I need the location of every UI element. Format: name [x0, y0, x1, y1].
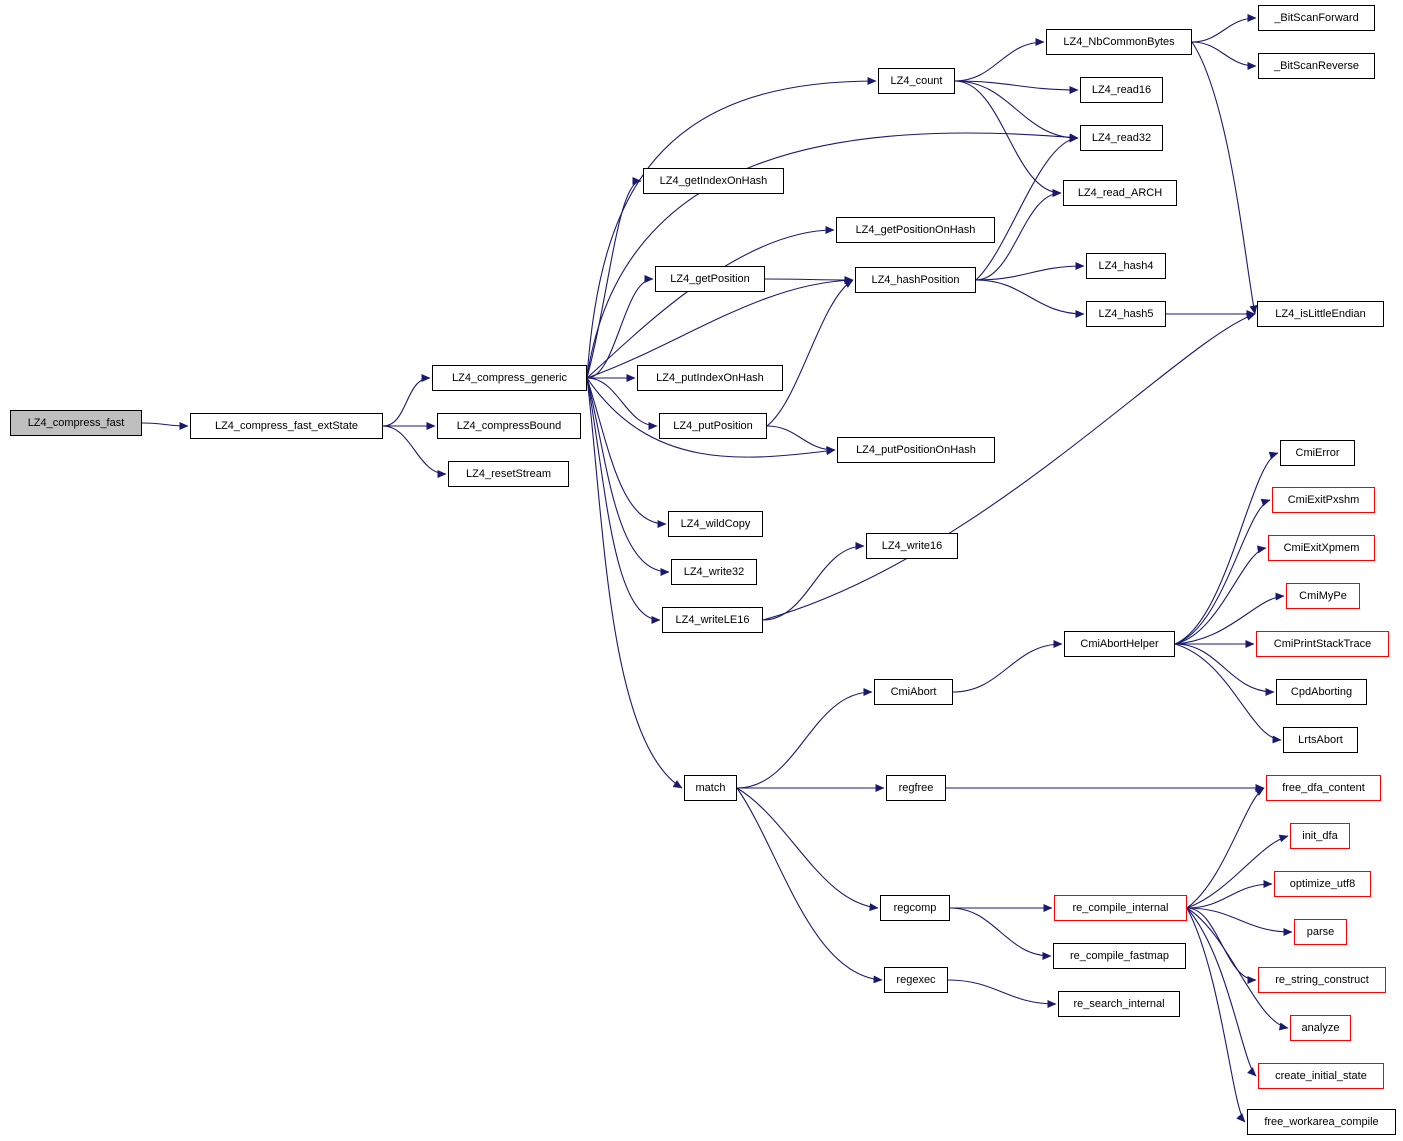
edge-cmiabort-cmiaborthelper	[952, 640, 1063, 693]
node-cpdaborting[interactable]: CpdAborting	[1276, 679, 1367, 705]
node-bitscanforward[interactable]: _BitScanForward	[1258, 5, 1375, 31]
edge-extstate-compress_generic	[382, 374, 431, 427]
edge-re_compile_internal-optimize_utf8	[1186, 880, 1273, 909]
node-putposition[interactable]: LZ4_putPosition	[659, 413, 767, 439]
edge-re_compile_internal-free_workarea_compile	[1186, 907, 1246, 1123]
node-free_workarea_compile[interactable]: free_workarea_compile	[1247, 1109, 1396, 1135]
node-bitscanreverse[interactable]: _BitScanReverse	[1258, 53, 1375, 79]
node-islittleendian[interactable]: LZ4_isLittleEndian	[1257, 301, 1384, 327]
node-putindexonhash[interactable]: LZ4_putIndexOnHash	[637, 365, 783, 391]
edge-compress_fast-extstate	[141, 421, 189, 430]
edge-compress_generic-wildcopy	[586, 377, 667, 528]
node-cmiabort[interactable]: CmiAbort	[874, 679, 953, 705]
node-re_compile_fastmap[interactable]: re_compile_fastmap	[1053, 943, 1186, 969]
node-parse[interactable]: parse	[1294, 919, 1347, 945]
node-resetstream[interactable]: LZ4_resetStream	[448, 461, 569, 487]
edge-writele16-islittleendian	[762, 313, 1256, 621]
edge-compress_generic-hashposition	[586, 276, 854, 379]
node-getpositiononhash[interactable]: LZ4_getPositionOnHash	[836, 217, 995, 243]
edge-compress_generic-write32	[586, 377, 670, 576]
edge-re_compile_internal-init_dfa	[1186, 834, 1289, 909]
edge-cmiaborthelper-cmierror	[1174, 451, 1279, 645]
node-cmimype[interactable]: CmiMyPe	[1286, 583, 1360, 609]
node-writele16[interactable]: LZ4_writeLE16	[662, 607, 763, 633]
edge-count-read32	[954, 80, 1079, 142]
edge-compress_generic-getindexonhash	[586, 177, 642, 379]
edge-count-nbcommonbytes	[954, 38, 1045, 82]
node-cmiaborthelper[interactable]: CmiAbortHelper	[1064, 631, 1175, 657]
node-cmiprintstacktrace[interactable]: CmiPrintStackTrace	[1256, 631, 1389, 657]
node-hash5[interactable]: LZ4_hash5	[1086, 301, 1166, 327]
edge-compress_generic-match	[586, 377, 683, 789]
node-cmierror[interactable]: CmiError	[1280, 440, 1355, 466]
edge-match-regcomp	[736, 787, 879, 912]
edge-compress_generic-getposition	[586, 275, 654, 379]
node-write32[interactable]: LZ4_write32	[671, 559, 757, 585]
edge-match-cmiabort	[736, 688, 873, 789]
edge-cmiaborthelper-cmiexitpxshm	[1174, 498, 1271, 645]
node-compressbound[interactable]: LZ4_compressBound	[437, 413, 581, 439]
edge-cmiaborthelper-lrtsabort	[1174, 643, 1282, 744]
node-count[interactable]: LZ4_count	[878, 68, 955, 94]
edge-re_compile_internal-re_string_construct	[1186, 907, 1257, 984]
edge-hashposition-read32	[975, 134, 1079, 281]
edge-compress_generic-writele16	[586, 377, 661, 624]
node-hash4[interactable]: LZ4_hash4	[1086, 253, 1166, 279]
node-regcomp[interactable]: regcomp	[880, 895, 950, 921]
node-compress_generic[interactable]: LZ4_compress_generic	[432, 365, 587, 391]
node-cmiexitxpmem[interactable]: CmiExitXpmem	[1268, 535, 1375, 561]
node-read_arch[interactable]: LZ4_read_ARCH	[1063, 180, 1177, 206]
node-compress_fast: LZ4_compress_fast	[10, 410, 142, 436]
node-nbcommonbytes[interactable]: LZ4_NbCommonBytes	[1046, 29, 1192, 55]
edge-compress_generic-count	[586, 77, 877, 379]
node-extstate[interactable]: LZ4_compress_fast_extState	[190, 413, 383, 439]
node-init_dfa[interactable]: init_dfa	[1290, 823, 1350, 849]
node-regfree[interactable]: regfree	[886, 775, 946, 801]
node-wildcopy[interactable]: LZ4_wildCopy	[668, 511, 763, 537]
edge-count-read_arch	[954, 80, 1062, 197]
edge-re_compile_internal-free_dfa_content	[1186, 787, 1265, 909]
edge-re_compile_internal-parse	[1186, 907, 1293, 936]
node-cmiexitpxshm[interactable]: CmiExitPxshm	[1272, 487, 1375, 513]
node-read16[interactable]: LZ4_read16	[1080, 77, 1163, 103]
edge-hashposition-hash5	[975, 279, 1085, 318]
node-match[interactable]: match	[684, 775, 737, 801]
node-hashposition[interactable]: LZ4_hashPosition	[855, 267, 976, 293]
edge-cmiaborthelper-cmiexitxpmem	[1174, 545, 1267, 645]
edge-match-regexec	[736, 787, 883, 984]
node-analyze[interactable]: analyze	[1290, 1015, 1351, 1041]
node-re_search_internal[interactable]: re_search_internal	[1058, 991, 1180, 1017]
node-optimize_utf8[interactable]: optimize_utf8	[1274, 871, 1371, 897]
edge-regexec-re_search_internal	[947, 979, 1057, 1008]
edge-count-read16	[954, 80, 1079, 94]
node-write16[interactable]: LZ4_write16	[866, 533, 958, 559]
edge-compress_generic-getpositiononhash	[586, 226, 835, 379]
edge-regcomp-re_compile_fastmap	[949, 907, 1052, 960]
edge-putposition-putpositiononhash	[766, 425, 836, 454]
node-re_string_construct[interactable]: re_string_construct	[1258, 967, 1386, 993]
node-create_initial_state[interactable]: create_initial_state	[1258, 1063, 1384, 1089]
node-getposition[interactable]: LZ4_getPosition	[655, 266, 765, 292]
node-free_dfa_content[interactable]: free_dfa_content	[1266, 775, 1381, 801]
node-lrtsabort[interactable]: LrtsAbort	[1283, 727, 1358, 753]
node-read32[interactable]: LZ4_read32	[1080, 125, 1163, 151]
edge-re_compile_internal-create_initial_state	[1186, 907, 1257, 1077]
edge-nbcommonbytes-islittleendian	[1191, 41, 1258, 315]
edge-putposition-hashposition	[766, 279, 854, 427]
node-regexec[interactable]: regexec	[884, 967, 948, 993]
edge-nbcommonbytes-bitscanforward	[1191, 14, 1257, 43]
edge-writele16-write16	[762, 542, 865, 621]
node-re_compile_internal[interactable]: re_compile_internal	[1054, 895, 1187, 921]
node-getindexonhash[interactable]: LZ4_getIndexOnHash	[643, 168, 784, 194]
edge-hashposition-hash4	[975, 262, 1085, 281]
node-putpositiononhash[interactable]: LZ4_putPositionOnHash	[837, 437, 995, 463]
edge-getposition-hashposition	[764, 275, 854, 284]
edge-nbcommonbytes-bitscanreverse	[1191, 41, 1257, 70]
